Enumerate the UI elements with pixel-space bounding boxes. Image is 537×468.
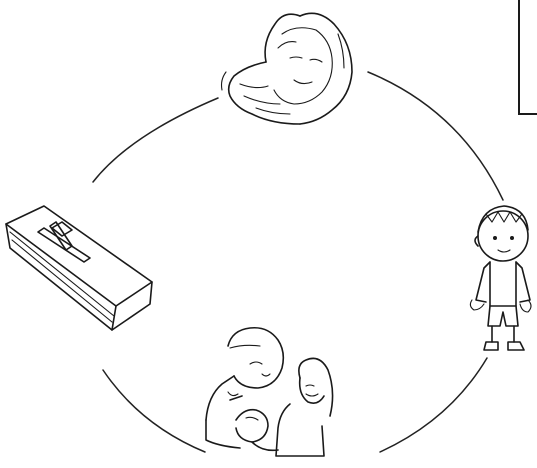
cycle-arc-bottom-left (103, 370, 205, 452)
cycle-arc-top-right (368, 72, 503, 200)
cycle-ring (93, 72, 503, 452)
parent-with-child-icon (206, 328, 333, 456)
cycle-arc-bottom-right (380, 358, 487, 452)
elderly-person-icon (222, 13, 353, 124)
coffin-icon (6, 206, 152, 330)
child-icon (470, 206, 531, 350)
cycle-arc-top-left (93, 98, 218, 182)
empty-label-box (519, 0, 537, 114)
